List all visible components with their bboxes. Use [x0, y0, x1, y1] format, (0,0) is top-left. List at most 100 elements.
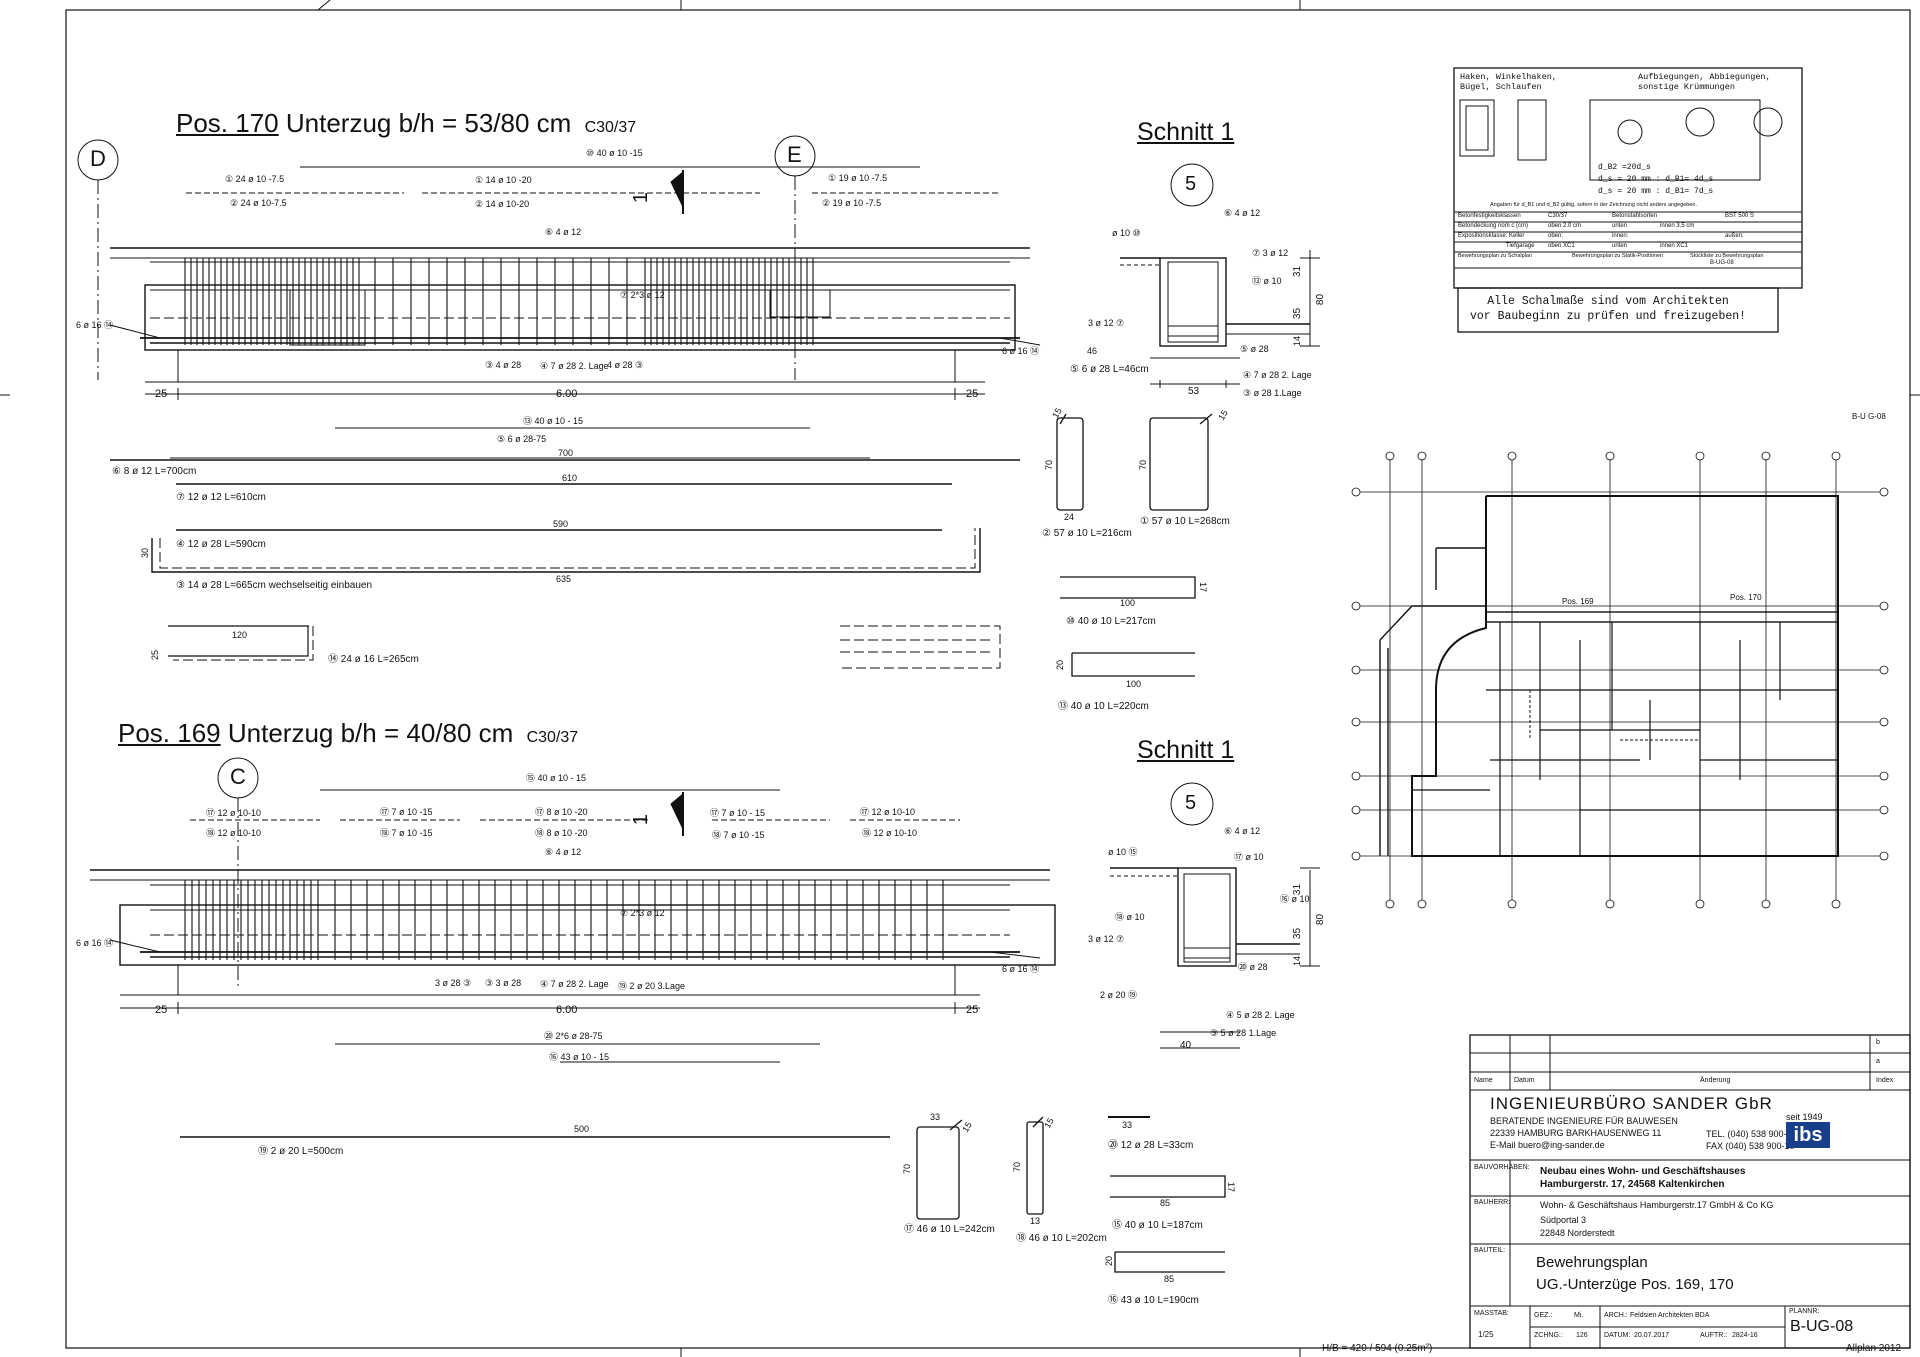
- pos169-top-label-11: ⑱ 12 ø 10-10: [862, 828, 918, 838]
- legend-cell-4-3: B-UG-08: [1710, 260, 1734, 266]
- company-sub: BERATENDE INGENIEURE FÜR BAUWESEN: [1490, 1116, 1678, 1126]
- pos170-grade: C30/37: [584, 119, 637, 136]
- project-name: Neubau eines Wohn- und Geschäftshauses: [1540, 1166, 1746, 1177]
- pos170-side-label-right: 6 ø 16 ⑭: [1002, 346, 1040, 356]
- legend-header-left: Haken, Winkelhaken, Bügel, Schlaufen: [1460, 72, 1557, 92]
- pos170-subtitle: Unterzug b/h = 53/80 cm: [285, 108, 572, 138]
- pos169-top-label-9: ⑱ 7 ø 10 -15: [712, 830, 765, 840]
- titleblock-lines: [1469, 1034, 1911, 1349]
- pos169-under-label-2: ⑯ 43 ø 10 - 15: [549, 1052, 610, 1062]
- pos170-under-label-2: ⑤ 6 ø 28-75: [497, 434, 547, 444]
- section-top-label-5: 3 ø 12 ⑦: [1088, 318, 1125, 328]
- part-line-2: UG.-Unterzüge Pos. 169, 170: [1536, 1276, 1734, 1293]
- section-top-dim-w-a: 46: [1087, 346, 1098, 356]
- project-label: BAUVORHABEN:: [1474, 1164, 1530, 1171]
- legend-cell-2-0: Expositionsklasse: Keller: [1458, 233, 1525, 239]
- axis-E-label: E: [787, 142, 802, 167]
- arch-label: ARCH.:: [1604, 1312, 1628, 1319]
- section-top-label-7: ⑤ 6 ø 28 L=46cm: [1070, 364, 1149, 375]
- legend-cell-0-2: Betonstahlsorten: [1612, 213, 1658, 219]
- pos170-section-mark: 1: [630, 191, 653, 204]
- section-top-mark: 5: [1185, 173, 1197, 195]
- pos170-dim-span: 6.00: [556, 388, 578, 400]
- pos169-bottom-label-2: ③ 3 ø 28: [485, 978, 522, 988]
- stirrup1-label: ① 57 ø 10 L=268cm: [1140, 516, 1230, 527]
- pos170-top-label-7: ② 19 ø 10 -7.5: [822, 198, 882, 208]
- legend-cell-0-1: C30/37: [1548, 213, 1568, 219]
- keyplan-label-170: Pos. 170: [1730, 593, 1762, 602]
- bar14-length: 120: [232, 630, 248, 640]
- stirrup18-height: 70: [1012, 1161, 1023, 1173]
- zchng-value: 126: [1576, 1332, 1588, 1339]
- pos170-number: Pos. 170: [176, 108, 279, 138]
- pos170-top-label-1: ① 24 ø 10 -7.5: [225, 174, 285, 184]
- client-label: BAUHERR:: [1474, 1199, 1511, 1206]
- section-bottom-title: Schnitt 1: [1137, 736, 1235, 764]
- plan-tag: B-U G-08: [1852, 412, 1886, 421]
- keyplan-label-169: Pos. 169: [1562, 597, 1594, 606]
- section-bottom-mark: 5: [1185, 792, 1197, 814]
- pos169-side-label-right: 6 ø 16 ⑭: [1002, 964, 1040, 974]
- pos169-under-label-1: ⑳ 2*6 ø 28-75: [544, 1031, 603, 1041]
- company-address: 22339 HAMBURG BARKHAUSENWEG 11: [1490, 1128, 1662, 1138]
- section-bottom-label-3: ø 10 ⑮: [1108, 847, 1138, 857]
- section-top-dim-top: 31: [1292, 265, 1304, 278]
- pos170-dim-left: 25: [155, 388, 168, 400]
- pos169-top-label-8: ⑰ 7 ø 10 - 15: [710, 808, 766, 818]
- stirrup15-width: 85: [1160, 1198, 1171, 1208]
- legend-cell-4-2: Stückliste zu Bewehrungsplan: [1690, 253, 1764, 259]
- stirrup10-width: 100: [1120, 598, 1136, 608]
- zchng-label: ZCHNG.:: [1534, 1332, 1563, 1339]
- section-bottom-label-10: ③ 5 ø 28 1.Lage: [1210, 1028, 1277, 1038]
- order-value: 2824-16: [1732, 1332, 1758, 1339]
- stirrup20-label: ⑳ 12 ø 28 L=33cm: [1108, 1140, 1194, 1151]
- section-top-label-4: ⑬ ø 10: [1252, 276, 1282, 286]
- pos170-dim-right: 25: [966, 388, 979, 400]
- section-top-geometry: [1120, 163, 1320, 388]
- bar3-length: 635: [556, 574, 572, 584]
- stirrup18-label: ⑱ 46 ø 10 L=202cm: [1016, 1233, 1107, 1244]
- order-label: AUFTR.:: [1700, 1332, 1728, 1339]
- section-top-title: Schnitt 1: [1137, 118, 1235, 146]
- stirrup2-width: 24: [1064, 512, 1075, 522]
- pos169-top-label-5: ⑱ 7 ø 10 -15: [380, 828, 433, 838]
- legend-box: [1453, 67, 1803, 333]
- client-address-1: Südportal 3: [1540, 1215, 1587, 1225]
- col-change: Änderung: [1700, 1077, 1731, 1084]
- pos169-top-label-7: ⑱ 8 ø 10 -20: [535, 828, 588, 838]
- section-bottom-dim-top: 31: [1292, 883, 1304, 896]
- legend-cell-3-1: oben XC1: [1548, 243, 1575, 249]
- date-label: DATUM:: [1604, 1332, 1631, 1339]
- pos169-section-mark: 1: [630, 813, 653, 826]
- stirrup17-width: 33: [930, 1112, 941, 1122]
- pos169-elevation: [90, 757, 1056, 1138]
- bar4-label: ④ 12 ø 28 L=590cm: [176, 539, 266, 550]
- rev-b: b: [1876, 1039, 1880, 1046]
- pos169-top-label-4: ⑰ 7 ø 10 -15: [380, 807, 433, 817]
- pos169-dim-left: 25: [155, 1004, 168, 1016]
- legend-cell-4-0: Bewehrungsplan zu Schalplan: [1458, 253, 1532, 259]
- stirrup13-width: 100: [1126, 679, 1142, 689]
- section-bottom-label-8: 2 ø 20 ⑲: [1100, 990, 1138, 1000]
- legend-cell-3-0: Tiefgarage: [1506, 243, 1535, 249]
- bar3-label: ③ 14 ø 28 L=665cm wechselseitig einbauen: [176, 580, 373, 591]
- legend-cell-0-0: Betonfestigkeitsklassen: [1458, 213, 1521, 219]
- legend-warning: Alle Schalmaße sind vom Architekten vor …: [1470, 295, 1747, 323]
- stirrup2-label: ② 57 ø 10 L=216cm: [1042, 528, 1132, 539]
- section-bottom-geometry: [1110, 782, 1320, 1049]
- stirrup16-width: 85: [1164, 1274, 1175, 1284]
- pos169-top-label-3: ⑱ 12 ø 10-10: [206, 828, 262, 838]
- pos169-grade: C30/37: [526, 729, 579, 746]
- bar19-label: ⑲ 2 ø 20 L=500cm: [258, 1146, 344, 1157]
- company-email: E-Mail buero@ing-sander.de: [1490, 1140, 1605, 1150]
- scale-value: 1/25: [1478, 1330, 1494, 1339]
- section-top-label-2: ⑦ 3 ø 12: [1252, 248, 1289, 258]
- col-name: Name: [1474, 1077, 1493, 1084]
- company-tel: TEL. (040) 538 900-0: [1706, 1129, 1792, 1139]
- stirrup15-label: ⑮ 40 ø 10 L=187cm: [1112, 1220, 1203, 1231]
- pos170-top-label-6: ① 19 ø 10 -7.5: [828, 173, 888, 183]
- pos170-elevation: [77, 135, 1041, 669]
- axis-D-label: D: [90, 146, 106, 171]
- pos170-bottom-label-1: ③ 4 ø 28: [485, 360, 522, 370]
- stirrup15-height: 17: [1226, 1181, 1237, 1193]
